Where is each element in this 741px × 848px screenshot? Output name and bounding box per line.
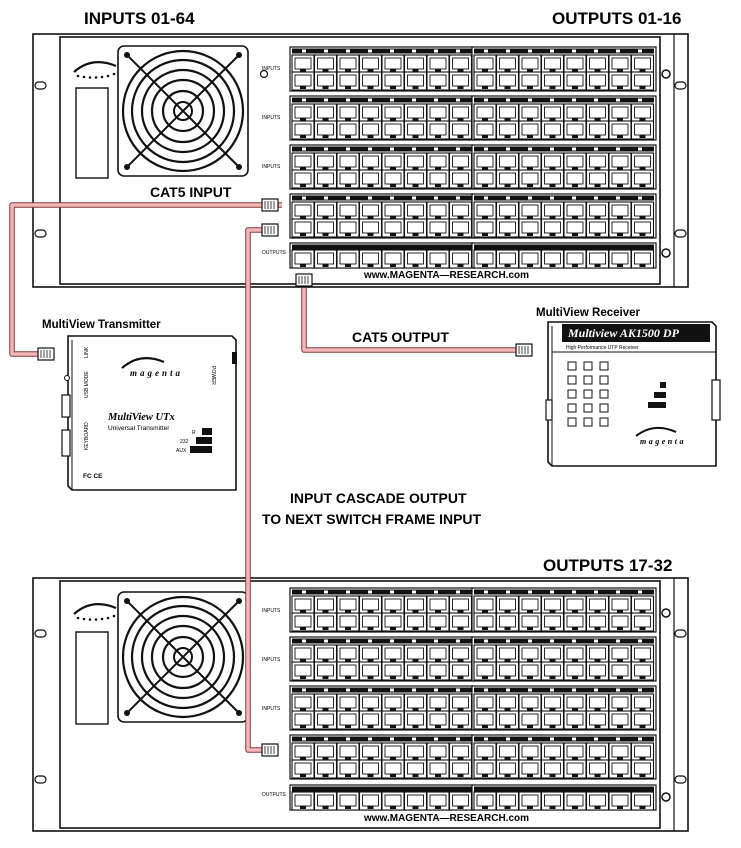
rack-hole-icon <box>34 629 47 638</box>
bottom-switch-frame: INPUTS INPUTS INPUTS OUTPUTS www.MAGENTA… <box>32 577 689 832</box>
rack-hole-icon <box>674 81 687 90</box>
fan-grille-icon <box>116 44 250 178</box>
cascade-output-cable <box>245 223 279 757</box>
inputs-label: INPUTS 01-64 <box>84 9 195 28</box>
svg-text:AUX: AUX <box>176 448 187 454</box>
receiver-caption: MultiView Receiver <box>536 307 640 319</box>
outputs-top-label: OUTPUTS 01-16 <box>552 9 681 28</box>
svg-text:INPUTS: INPUTS <box>262 608 281 614</box>
svg-text:POWER: POWER <box>210 366 216 385</box>
receiver-brand: magenta <box>640 437 686 446</box>
transmitter-subtitle: Universal Transmitter <box>108 425 170 432</box>
svg-text:INPUTS: INPUTS <box>262 115 281 121</box>
jack-panel-top: INPUTS INPUTS INPUTS OUTPUTS <box>259 47 671 268</box>
transmitter-brand: magenta <box>130 368 183 378</box>
rack-hole-icon <box>34 81 47 90</box>
fc-ce-marks: FC CE <box>83 473 103 480</box>
receiver-subtitle: High Performance UTP Receiver <box>566 345 639 351</box>
label-plate <box>75 631 109 725</box>
svg-text:232: 232 <box>180 439 189 445</box>
website-url-top: www.MAGENTA—RESEARCH.com <box>363 270 529 281</box>
svg-text:USB MODE: USB MODE <box>84 371 90 398</box>
cat5-input-cable <box>9 198 282 361</box>
screw-icon <box>661 608 671 618</box>
svg-text:INPUTS: INPUTS <box>262 66 281 72</box>
screw-icon <box>661 248 671 258</box>
cat5-output-cable <box>295 273 533 357</box>
transmitter-model: MultiView UTx <box>107 412 175 423</box>
svg-text:INPUTS: INPUTS <box>262 164 281 170</box>
receiver-model: Multiview AK1500 DP <box>567 326 680 340</box>
svg-text:R: R <box>192 430 196 436</box>
rack-hole-icon <box>34 775 47 784</box>
svg-text:OUTPUTS: OUTPUTS <box>262 250 287 256</box>
cascade-label-line1: INPUT CASCADE OUTPUT <box>290 490 467 506</box>
svg-text:OUTPUTS: OUTPUTS <box>262 792 287 798</box>
outputs-bottom-label: OUTPUTS 17-32 <box>543 556 672 575</box>
cat5-input-label: CAT5 INPUT <box>150 184 232 200</box>
signal-bars-icon <box>648 382 666 408</box>
signal-bars-icon: R 232 AUX <box>176 428 212 454</box>
rack-hole-icon <box>674 229 687 238</box>
status-leds <box>567 361 609 427</box>
screw-icon <box>661 69 671 79</box>
multiview-transmitter: magenta MultiView UTx Universal Transmit… <box>61 335 237 491</box>
multiview-receiver: Multiview AK1500 DP High Performance UTP… <box>545 321 721 467</box>
label-plate <box>75 87 109 179</box>
svg-text:LINK: LINK <box>84 346 90 358</box>
svg-text:KEYBOARD: KEYBOARD <box>84 422 90 450</box>
cascade-label-line2: TO NEXT SWITCH FRAME INPUT <box>262 511 482 527</box>
website-url-bottom: www.MAGENTA—RESEARCH.com <box>363 813 529 824</box>
fan-grille-icon <box>116 590 250 724</box>
cat5-output-label: CAT5 OUTPUT <box>352 329 449 345</box>
rack-hole-icon <box>674 775 687 784</box>
jack-panel-bottom: INPUTS INPUTS INPUTS OUTPUTS <box>262 588 671 810</box>
rack-hole-icon <box>674 629 687 638</box>
screw-icon <box>661 792 671 802</box>
top-switch-frame: INPUTS INPUTS INPUTS OUTPUTS www.MAGENTA… <box>32 33 689 288</box>
rack-hole-icon <box>34 229 47 238</box>
svg-text:INPUTS: INPUTS <box>262 706 281 712</box>
svg-text:INPUTS: INPUTS <box>262 657 281 663</box>
transmitter-caption: MultiView Transmitter <box>42 319 161 331</box>
